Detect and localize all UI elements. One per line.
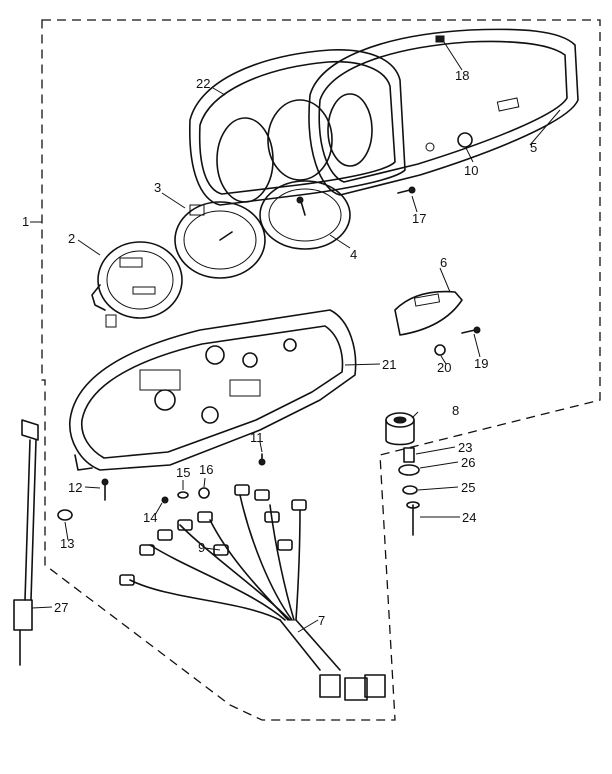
part-4-tachometer xyxy=(259,180,351,250)
assembly-boundary xyxy=(41,19,601,721)
callout-23: 23 xyxy=(458,440,472,455)
callout-21: 21 xyxy=(382,357,396,372)
callout-20: 20 xyxy=(437,360,451,375)
part-9-bulb-sockets xyxy=(119,484,307,586)
callout-7: 7 xyxy=(318,613,325,628)
callout-26: 26 xyxy=(461,455,475,470)
part-16-grommet xyxy=(198,487,210,499)
part-20-nut xyxy=(434,344,446,356)
part-21-meter-case xyxy=(69,309,357,471)
callout-1: 1 xyxy=(22,214,29,229)
part-13-clamp xyxy=(57,509,73,521)
part-2-speedometer xyxy=(91,241,183,328)
part-24-bolt xyxy=(406,501,420,536)
part-6-indicator-panel xyxy=(394,290,463,336)
part-18-clip xyxy=(435,35,445,43)
callout-19: 19 xyxy=(474,356,488,371)
part-3-gauge xyxy=(174,201,266,279)
callout-6: 6 xyxy=(440,255,447,270)
part-10-grommet xyxy=(457,132,473,148)
callout-labels: 1 2 3 4 5 6 7 8 9 10 11 12 13 14 15 16 1… xyxy=(22,68,537,628)
leader-lines xyxy=(30,41,561,633)
callout-25: 25 xyxy=(461,480,475,495)
part-15-washer xyxy=(177,491,189,499)
callout-14: 14 xyxy=(143,510,157,525)
callout-12: 12 xyxy=(68,480,82,495)
callout-16: 16 xyxy=(199,462,213,477)
part-19-screw xyxy=(461,326,481,334)
callout-24: 24 xyxy=(462,510,476,525)
part-26-washer xyxy=(398,464,420,476)
part-25-nut xyxy=(402,485,418,495)
callout-10: 10 xyxy=(464,163,478,178)
callout-9: 9 xyxy=(198,540,205,555)
callout-15: 15 xyxy=(176,465,190,480)
part-12-screw xyxy=(101,478,109,501)
callout-11: 11 xyxy=(250,430,264,445)
callout-5: 5 xyxy=(530,140,537,155)
part-14-screw xyxy=(161,496,169,504)
part-27-speedometer-cable xyxy=(13,419,39,666)
part-23-collar xyxy=(403,447,415,463)
part-5-lens xyxy=(308,28,579,196)
callout-8: 8 xyxy=(452,403,459,418)
callout-4: 4 xyxy=(350,247,357,262)
part-11-screw xyxy=(258,453,266,466)
callout-22: 22 xyxy=(196,76,210,91)
callout-17: 17 xyxy=(412,211,426,226)
callout-27: 27 xyxy=(54,600,68,615)
callout-2: 2 xyxy=(68,231,75,246)
callout-18: 18 xyxy=(455,68,469,83)
part-22-bezel xyxy=(188,49,406,206)
callout-3: 3 xyxy=(154,180,161,195)
part-8-damper xyxy=(385,412,415,446)
callout-13: 13 xyxy=(60,536,74,551)
part-17-screw xyxy=(397,186,416,194)
part-7-wire-harness xyxy=(129,494,386,701)
